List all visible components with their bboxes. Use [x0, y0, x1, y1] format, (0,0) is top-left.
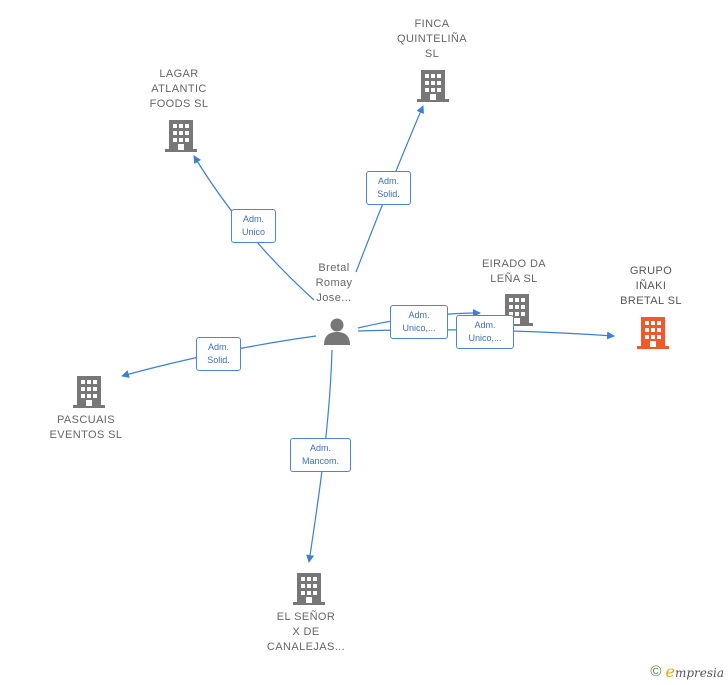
company-label-eirado[interactable]: EIRADO DA LEÑA SL: [481, 258, 547, 285]
relation-tag-finca[interactable]: Adm. Solid.: [366, 171, 411, 205]
copyright-icon: ©: [650, 663, 662, 680]
relation-tag-grupo[interactable]: Adm. Unico,...: [456, 315, 514, 349]
company-label-grupo[interactable]: GRUPO IÑAKI BRETAL SL: [620, 265, 682, 307]
relation-tag-pascuais[interactable]: Adm. Solid.: [196, 337, 241, 371]
footer-brand: © empresia: [650, 662, 724, 681]
company-label-senor[interactable]: EL SEÑOR X DE CANALEJAS...: [266, 611, 346, 653]
company-label-lagar[interactable]: LAGAR ATLANTIC FOODS SL: [149, 68, 209, 110]
empresia-logo: empresia: [665, 662, 724, 681]
building-icon-highlighted[interactable]: [637, 315, 669, 349]
building-icon[interactable]: [293, 571, 325, 605]
relation-tag-lagar[interactable]: Adm. Unico: [231, 209, 276, 243]
relation-tag-senor[interactable]: Adm. Mancom.: [290, 438, 351, 472]
building-icon[interactable]: [165, 118, 197, 152]
center-person-name[interactable]: Bretal Romay Jose...: [315, 262, 353, 304]
building-icon[interactable]: [417, 68, 449, 102]
company-label-pascuais[interactable]: PASCUAIS EVENTOS SL: [49, 414, 123, 441]
person-icon[interactable]: [322, 316, 352, 346]
relation-tag-eirado[interactable]: Adm. Unico,...: [390, 305, 448, 339]
company-label-finca[interactable]: FINCA QUINTELIÑA SL: [396, 18, 468, 60]
building-icon[interactable]: [73, 374, 105, 408]
